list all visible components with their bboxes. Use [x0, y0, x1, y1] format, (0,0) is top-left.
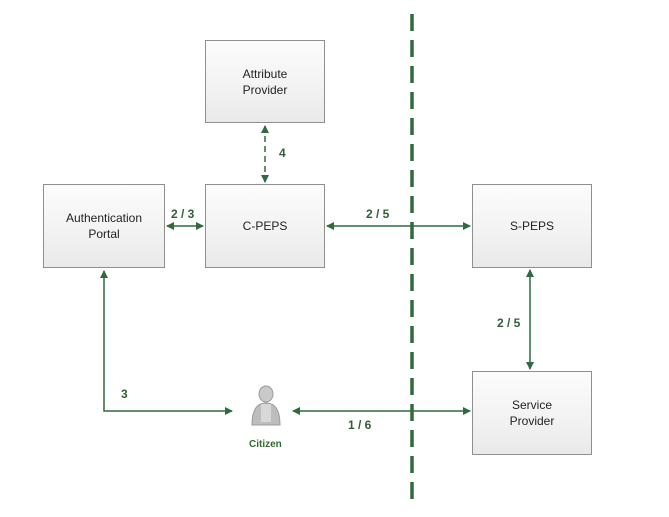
- citizen-label: Citizen: [249, 439, 282, 450]
- citizen-icon: [251, 385, 281, 426]
- c-peps-node: C-PEPS: [205, 184, 325, 268]
- authentication-portal-label: Authentication Portal: [65, 211, 143, 241]
- edge-auth-citizen: [100, 270, 233, 415]
- s-peps-label: S-PEPS: [509, 219, 554, 233]
- s-peps-node: S-PEPS: [472, 184, 592, 268]
- edge-label-auth-citizen: 3: [121, 387, 128, 401]
- edge-label-cpeps-speps: 2 / 5: [366, 207, 390, 221]
- edge-label-ap-cpeps: 4: [279, 146, 286, 160]
- service-provider-label: Service Provider: [509, 398, 555, 428]
- edge-label-speps-sp: 2 / 5: [497, 316, 521, 330]
- service-provider-node: Service Provider: [472, 371, 592, 455]
- attribute-provider-label: Attribute Provider: [242, 66, 288, 97]
- c-peps-label: C-PEPS: [242, 219, 288, 233]
- edge-label-auth-cpeps: 2 / 3: [171, 207, 195, 221]
- attribute-provider-node: Attribute Provider: [205, 40, 325, 123]
- authentication-portal-node: Authentication Portal: [43, 184, 165, 268]
- edge-label-citizen-sp: 1 / 6: [348, 418, 372, 432]
